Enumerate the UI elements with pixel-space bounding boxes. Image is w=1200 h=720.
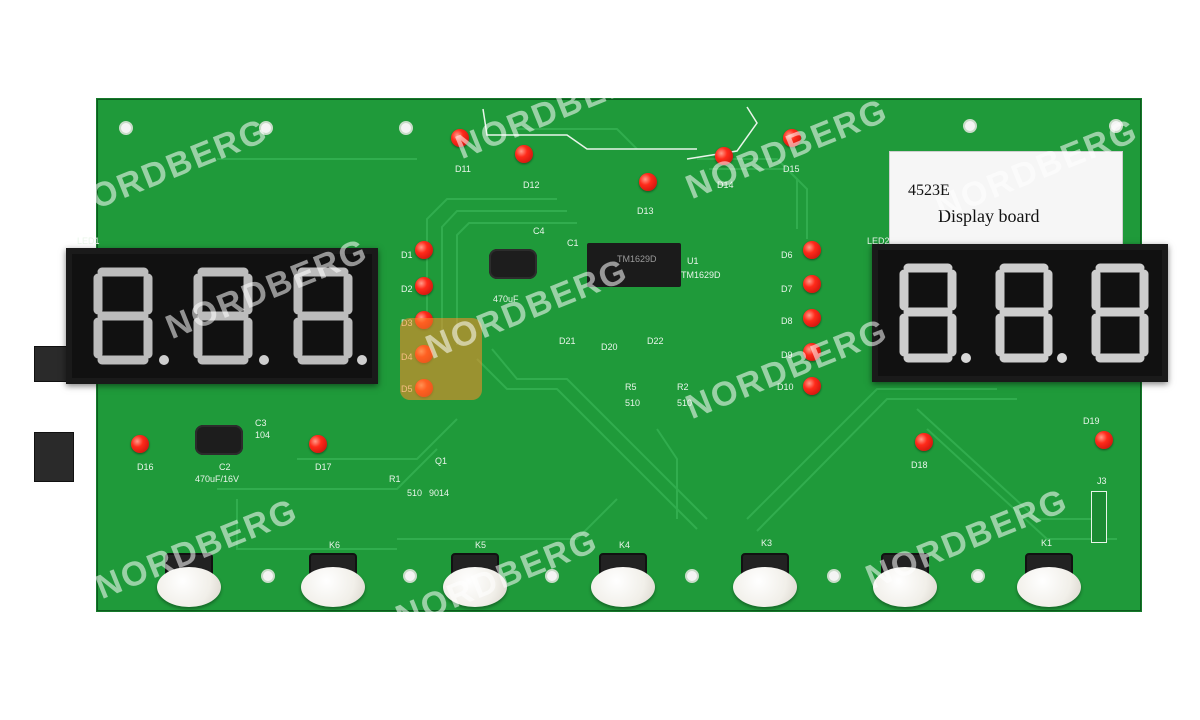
led-label: D7 (781, 284, 793, 294)
led-d16 (131, 435, 149, 453)
resistor-label: R5 (625, 382, 637, 392)
led-d6 (803, 241, 821, 259)
board-name: Display board (938, 206, 1040, 226)
led-d11 (451, 129, 469, 147)
button-label: K3 (761, 538, 773, 548)
mount-hole (119, 121, 133, 135)
led-d12 (515, 145, 533, 163)
led-label: D2 (401, 284, 413, 294)
mount-hole (403, 569, 417, 583)
seven-segment-display-right (872, 244, 1168, 382)
cap-label: C3 (255, 418, 267, 428)
led-d14 (715, 147, 733, 165)
button-k7[interactable] (153, 551, 225, 607)
button-k6[interactable] (297, 551, 369, 607)
cap-label: C4 (533, 226, 545, 236)
led-d10 (803, 377, 821, 395)
led-label: D14 (717, 180, 734, 190)
mount-hole (259, 121, 273, 135)
mount-hole (545, 569, 559, 583)
connector-label: J3 (1097, 476, 1107, 486)
chip-tm1629d: TM1629D (587, 243, 681, 287)
button-k4[interactable] (587, 551, 659, 607)
mount-hole (1109, 119, 1123, 133)
mount-hole (261, 569, 275, 583)
cap-value: 470uF (493, 294, 519, 304)
led-label: D13 (637, 206, 654, 216)
button-k5[interactable] (439, 551, 511, 607)
diode-label: D22 (647, 336, 664, 346)
mount-hole (399, 121, 413, 135)
button-k1[interactable] (1013, 551, 1085, 607)
chip-ref: U1 (687, 256, 699, 266)
led-label: D11 (455, 164, 471, 174)
side-connector (34, 346, 72, 382)
button-label: K5 (475, 540, 487, 550)
led-label: D15 (783, 164, 800, 174)
resistor-label: R2 (677, 382, 689, 392)
led-d7 (803, 275, 821, 293)
seven-segment-display-left (66, 248, 378, 384)
cap-label: C1 (567, 238, 579, 248)
pcb-traces (217, 106, 1117, 550)
store-logo-mark (400, 318, 482, 400)
led-label: D6 (781, 250, 793, 260)
led-d18 (915, 433, 933, 451)
button-k3[interactable] (729, 551, 801, 607)
button-label: K4 (619, 540, 631, 550)
led-d2 (415, 277, 433, 295)
diode-label: D20 (601, 342, 618, 352)
cap-value: 470uF/16V (195, 474, 240, 484)
led-d13 (639, 173, 657, 191)
button-label: K6 (329, 540, 341, 550)
led-d15 (783, 129, 801, 147)
button-label: K1 (1041, 538, 1053, 548)
led-d19 (1095, 431, 1113, 449)
resistor-label: R1 (389, 474, 401, 484)
button-k2[interactable] (869, 551, 941, 607)
chip-name: TM1629D (681, 270, 721, 280)
part-number: 4523E (908, 182, 950, 199)
segment-digits (93, 267, 367, 365)
display-label-left: LED1 (77, 236, 100, 246)
connector-j3 (1091, 491, 1107, 543)
transistor-value: 9014 (429, 488, 450, 498)
cap-label: C2 (219, 462, 231, 472)
side-connector (34, 432, 74, 482)
led-label: D17 (315, 462, 332, 472)
cap-value: 104 (255, 430, 271, 440)
led-label: D10 (777, 382, 794, 392)
led-label: D18 (911, 460, 928, 470)
led-d9 (803, 343, 821, 361)
led-d8 (803, 309, 821, 327)
segment-digits (899, 263, 1149, 363)
led-d1 (415, 241, 433, 259)
display-label-right: LED2 (867, 236, 890, 246)
diode-label: D21 (559, 336, 576, 346)
led-label: D19 (1083, 416, 1100, 426)
chip-marking: TM1629D (617, 254, 657, 264)
mount-hole (971, 569, 985, 583)
resistor-value: 510 (625, 398, 641, 408)
board-label-card: 4523E Display board (889, 151, 1123, 245)
led-d17 (309, 435, 327, 453)
led-label: D16 (137, 462, 154, 472)
transistor-label: Q1 (435, 456, 448, 466)
led-label: D12 (523, 180, 540, 190)
led-label: D8 (781, 316, 793, 326)
resistor-value: 510 (677, 398, 693, 408)
capacitor-c4 (489, 249, 537, 279)
mount-hole (827, 569, 841, 583)
led-label: D1 (401, 250, 413, 260)
mount-hole (963, 119, 977, 133)
mount-hole (685, 569, 699, 583)
resistor-value: 510 (407, 488, 423, 498)
capacitor-c2 (195, 425, 243, 455)
led-label: D9 (781, 350, 793, 360)
